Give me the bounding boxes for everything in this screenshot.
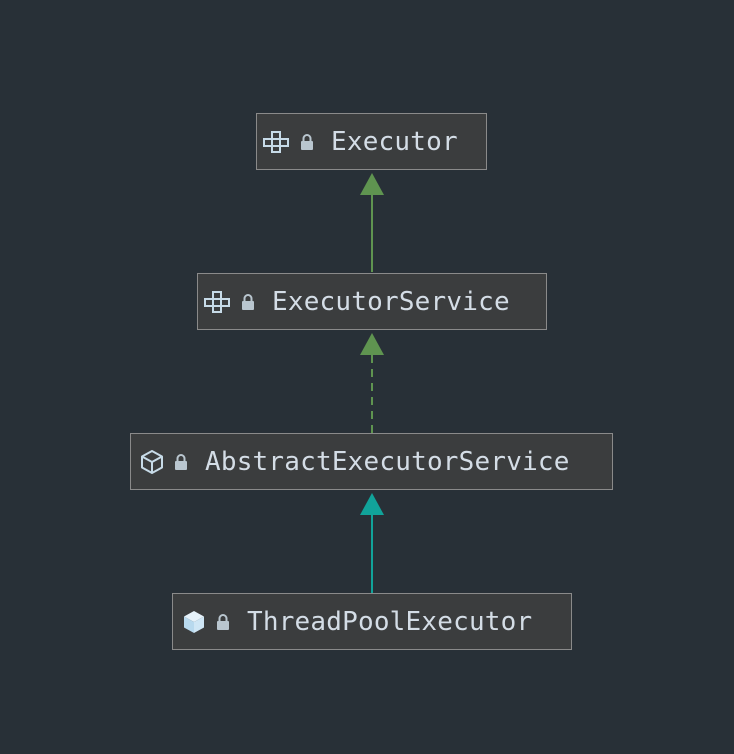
lock-icon [238, 288, 258, 316]
edge-abstractexecutorservice-to-executorservice [360, 333, 384, 433]
edge-threadpoolexecutor-to-abstractexecutorservice [360, 493, 384, 593]
node-thread-pool-executor[interactable]: ThreadPoolExecutor [172, 593, 572, 650]
lock-icon [171, 448, 191, 476]
node-label: AbstractExecutorService [205, 446, 570, 477]
interface-icon [204, 288, 234, 316]
node-label: ThreadPoolExecutor [247, 606, 533, 637]
abstract-class-icon [137, 448, 167, 476]
class-icon [179, 608, 209, 636]
node-label: ExecutorService [272, 286, 510, 317]
lock-icon [213, 608, 233, 636]
interface-icon [263, 128, 293, 156]
node-executor-service[interactable]: ExecutorService [197, 273, 547, 330]
node-label: Executor [331, 126, 458, 157]
edge-executorservice-to-executor [360, 173, 384, 272]
node-abstract-executor-service[interactable]: AbstractExecutorService [130, 433, 613, 490]
node-executor[interactable]: Executor [256, 113, 487, 170]
lock-icon [297, 128, 317, 156]
